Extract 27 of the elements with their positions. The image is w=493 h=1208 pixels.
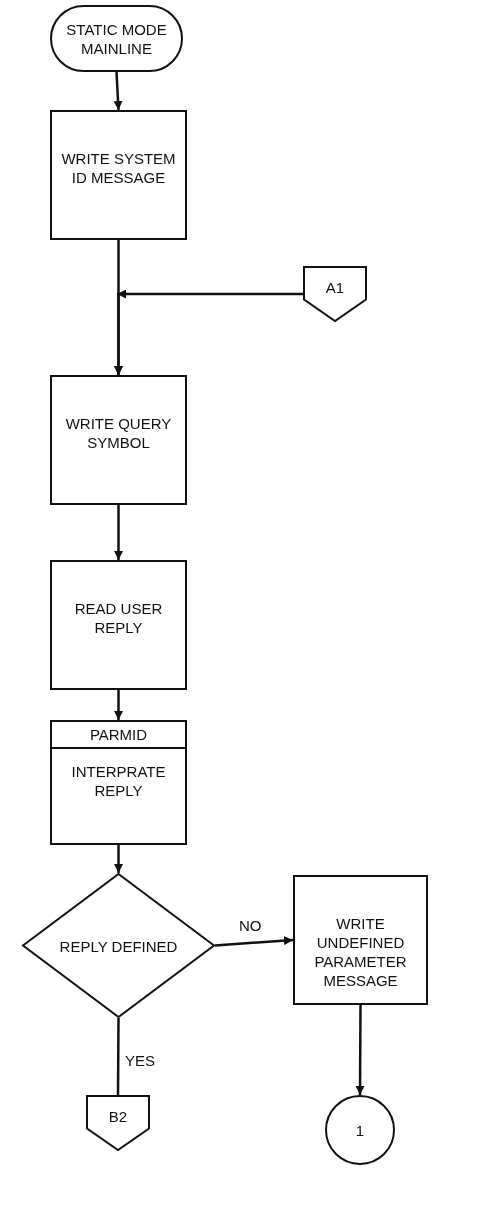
node-label: READ USER REPLY — [73, 599, 164, 637]
connector-circle — [325, 1095, 395, 1165]
process-box — [50, 560, 187, 690]
node-label: INTERPRATE REPLY — [70, 762, 167, 800]
node-label: WRITE QUERY SYMBOL — [64, 414, 173, 452]
offpage-connector — [86, 1095, 150, 1151]
process-box — [50, 110, 187, 240]
arrow — [114, 290, 303, 375]
arrow — [355, 1005, 365, 1095]
node-label: REPLY DEFINED — [58, 936, 179, 955]
node-label: 1 — [354, 1120, 366, 1140]
arrow — [114, 845, 123, 873]
arrow — [214, 936, 294, 947]
offpage-connector — [303, 266, 367, 322]
process-box — [50, 375, 187, 505]
node-label: B2 — [107, 1107, 129, 1126]
node-label: A1 — [324, 278, 346, 297]
decision-diamond — [22, 873, 215, 1018]
process-box — [293, 875, 428, 1005]
node-label: WRITE SYSTEM ID MESSAGE — [60, 149, 177, 187]
predefined-process-box — [50, 720, 187, 845]
arrow — [114, 690, 123, 720]
node-label: WRITE UNDEFINED PARAMETER MESSAGE — [313, 914, 408, 990]
node-label: STATIC MODE MAINLINE — [65, 19, 168, 58]
module-name: PARMID — [88, 725, 149, 744]
arrow — [114, 505, 123, 560]
arrow — [113, 71, 123, 111]
